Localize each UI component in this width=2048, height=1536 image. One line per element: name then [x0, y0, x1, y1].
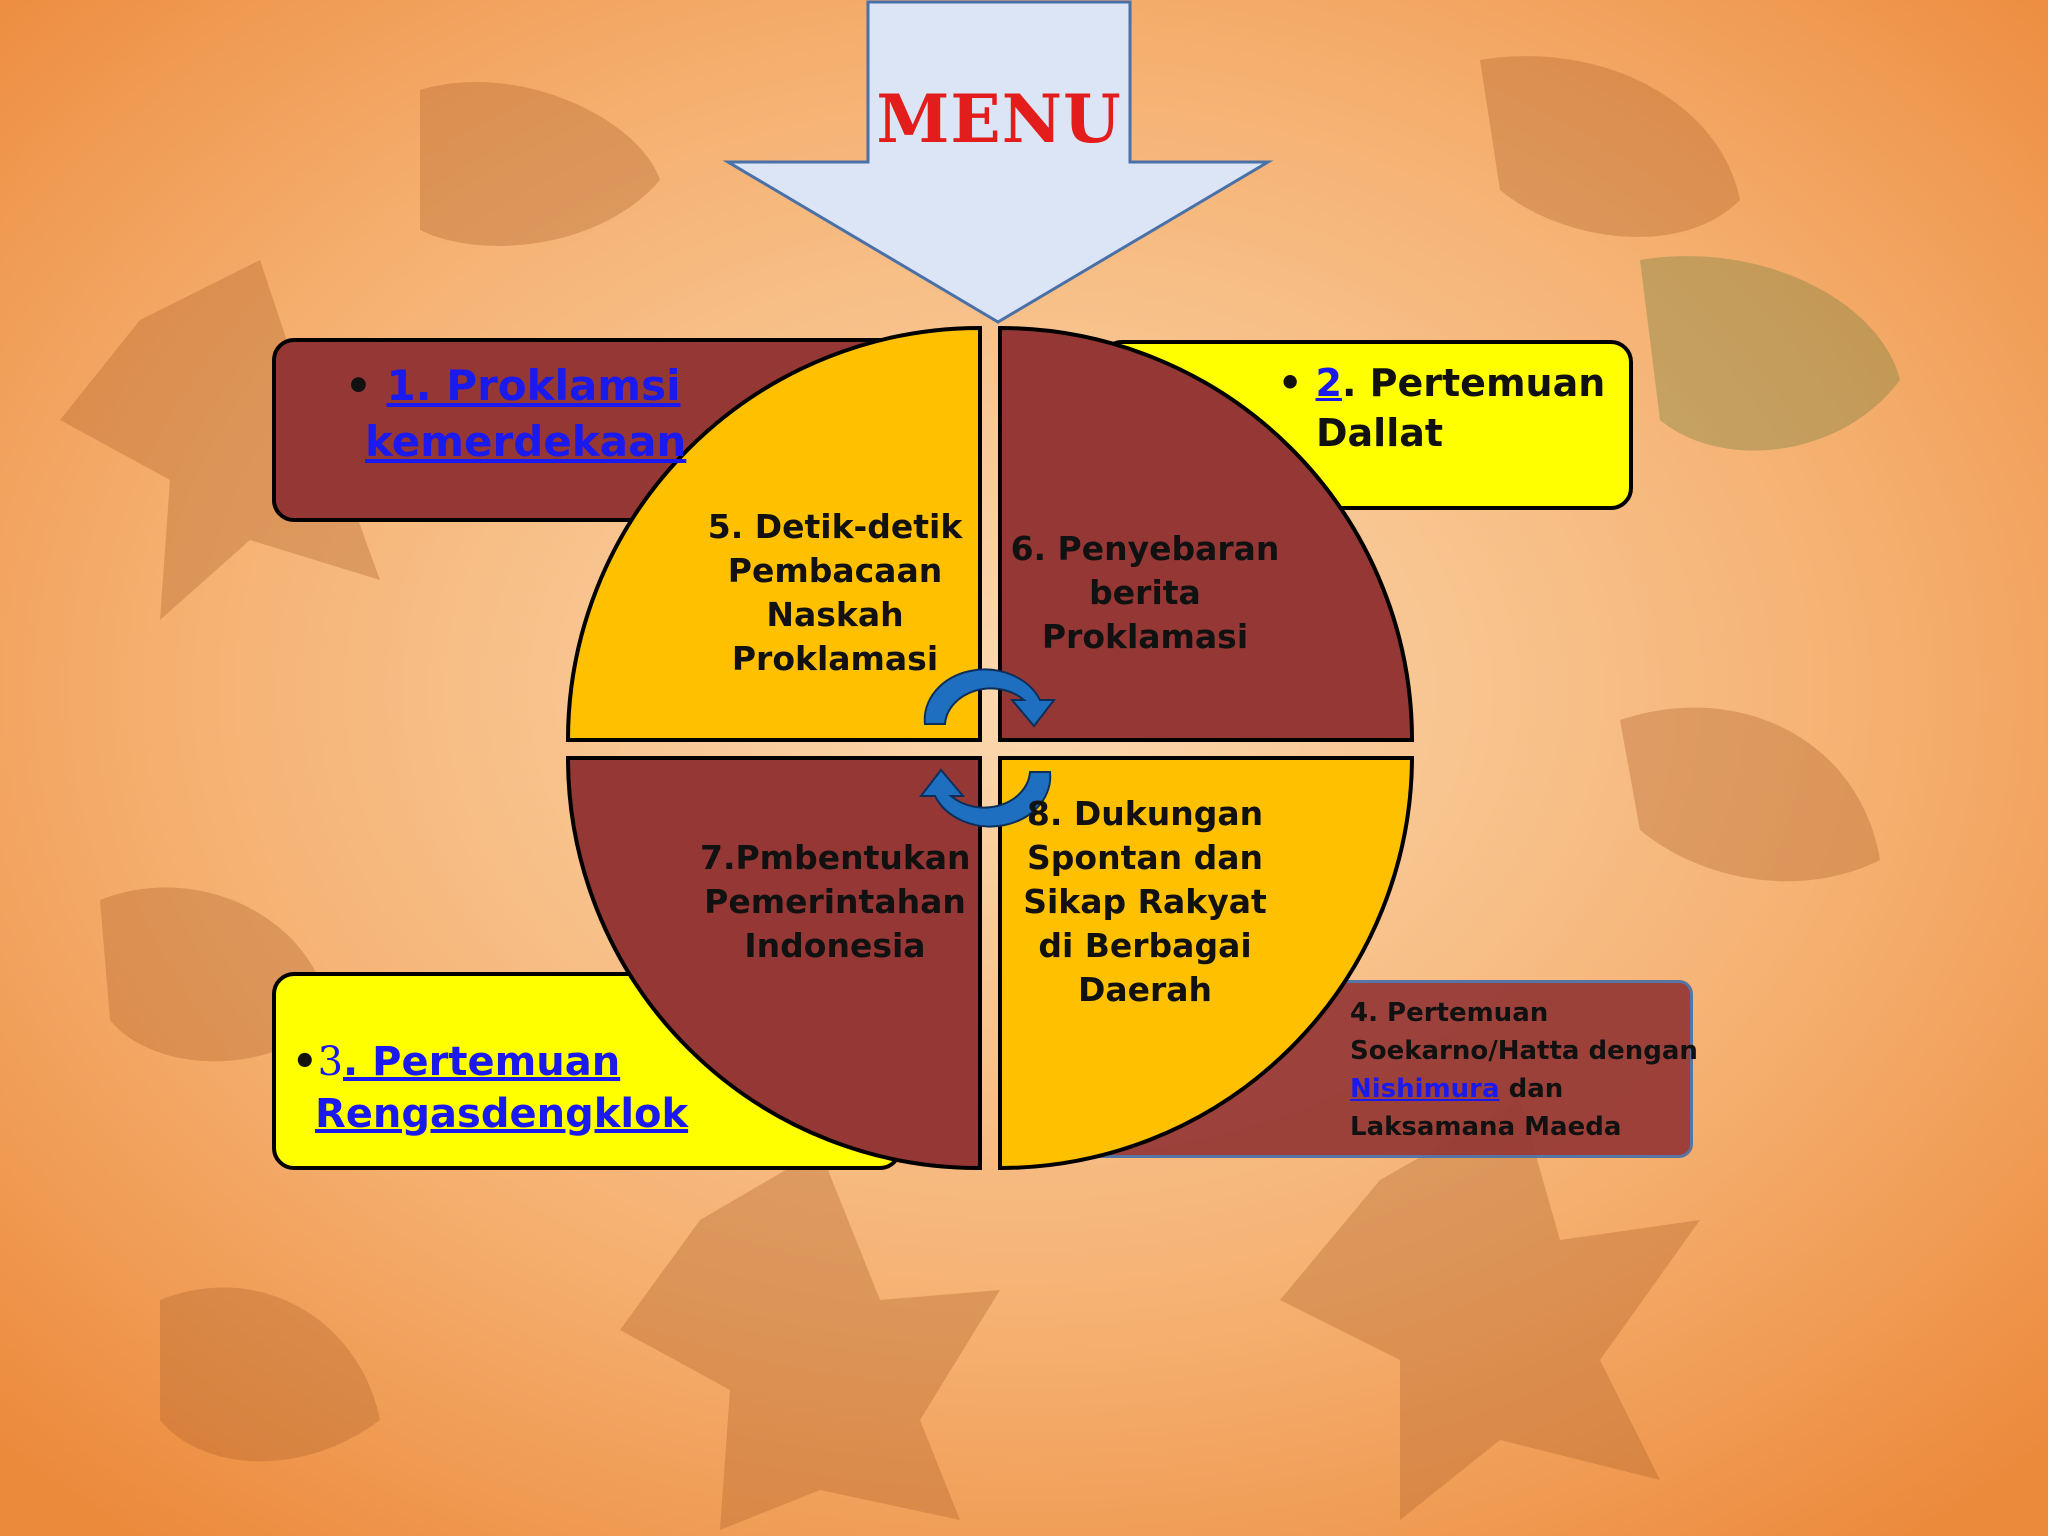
cycle-arrow-icon [918, 768, 1052, 828]
box-4-line4: Laksamana Maeda [1350, 1112, 1622, 1142]
bullet: • [292, 1039, 318, 1085]
quadrant-8-shape [998, 756, 1415, 1171]
quadrant-6-shape [998, 325, 1415, 742]
box-proklamasi-content: • 1. Proklamsi kemerdekaan [345, 358, 686, 470]
box-4-line3-rest: dan [1499, 1074, 1564, 1104]
quadrant-7-shape [565, 756, 982, 1171]
box-3-number: 3 [317, 1039, 344, 1085]
box-2-text-line2: Dallat [1316, 411, 1444, 455]
box-pertemuan-dallat-content: • 2. Pertemuan Dallat [1278, 358, 1605, 458]
link-pertemuan-rengasdengklok-line2[interactable]: Rengasdengklok [315, 1091, 689, 1137]
link-nishimura[interactable]: Nishimura [1350, 1074, 1500, 1104]
bullet: • [1278, 361, 1303, 405]
link-proklamasi-kemerdekaan-line2[interactable]: kemerdekaan [365, 417, 687, 466]
link-pertemuan-rengasdengklok[interactable]: . Pertemuan [343, 1039, 621, 1085]
box-2-text: . Pertemuan [1341, 361, 1606, 405]
box-pertemuan-rengasdengklok-content: •3. Pertemuan Rengasdengklok [292, 1036, 688, 1140]
bullet: • [345, 361, 372, 410]
box-4-line1: 4. Pertemuan [1350, 998, 1549, 1028]
box-pertemuan-nishimura-content: 4. Pertemuan Soekarno/Hatta dengan Nishi… [1350, 994, 1698, 1146]
quadrant-5-shape [565, 325, 982, 742]
box-4-line2: Soekarno/Hatta dengan [1350, 1036, 1698, 1066]
cycle-arrow-icon [923, 668, 1057, 728]
link-proklamasi-kemerdekaan[interactable]: 1. Proklamsi [386, 361, 681, 410]
link-pertemuan-dallat[interactable]: 2 [1315, 361, 1342, 405]
menu-title: MENU [876, 80, 1122, 158]
menu-arrow-shape [722, 0, 1274, 324]
